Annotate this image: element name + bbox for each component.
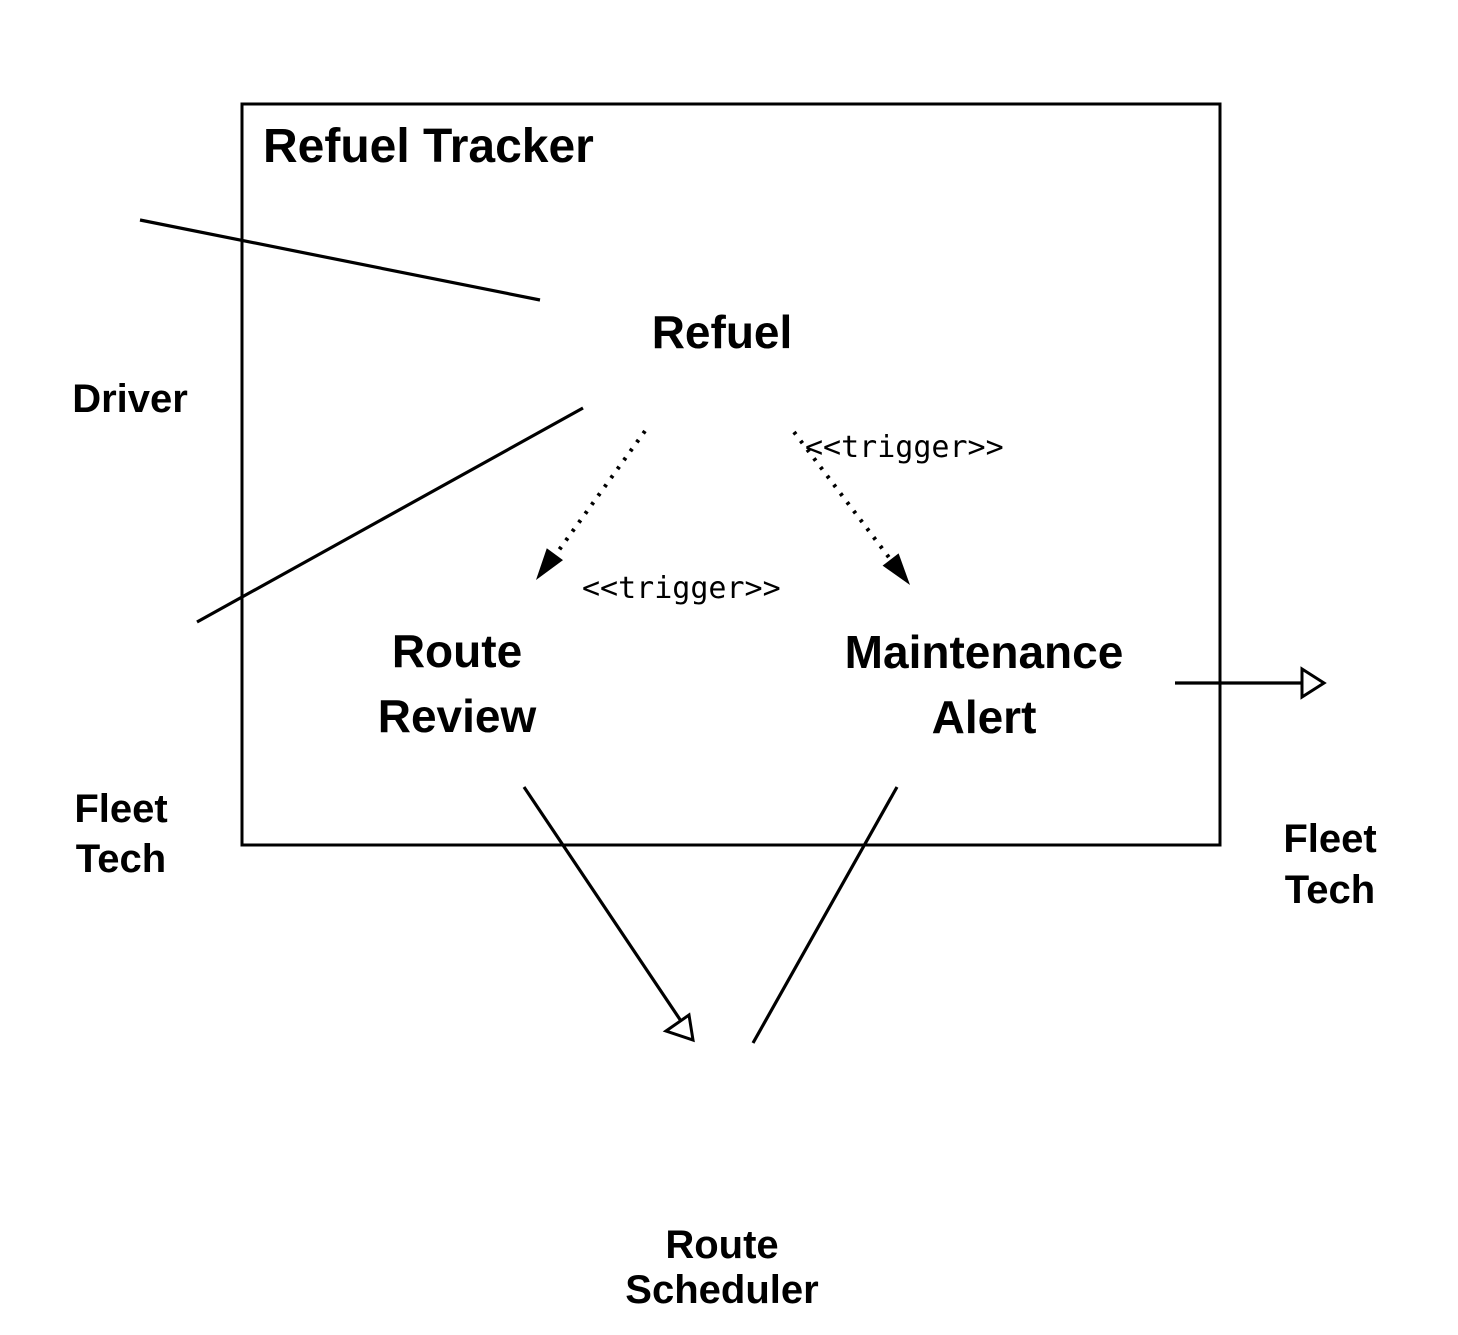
- use-case-maintenance-alert-label-line2: Alert: [932, 691, 1037, 743]
- open-arrowhead-fleet-tech-right: [1300, 666, 1327, 700]
- actor-route-scheduler-label-line1: Route: [665, 1223, 778, 1267]
- use-case-refuel-ellipse: [532, 223, 912, 439]
- actor-fleet-tech-right-legs: [1252, 722, 1398, 808]
- stereotype-trigger-maintenance-alert: <<trigger>>: [805, 430, 1004, 465]
- stereotype-trigger-route-review: <<trigger>>: [582, 571, 781, 606]
- actor-fleet-tech-right-label-line2: Tech: [1285, 868, 1375, 912]
- use-case-maintenance-alert-ellipse: [793, 575, 1175, 793]
- dependency-refuel-route-review: [544, 429, 647, 570]
- actor-fleet-tech-left-label-line1: Fleet: [74, 787, 167, 831]
- use-case-route-review-label-line1: Route: [392, 625, 522, 677]
- use-case-route-review: Route Review: [267, 575, 647, 789]
- actor-fleet-tech-right-label-line1: Fleet: [1283, 817, 1376, 861]
- system-boundary-title: Refuel Tracker: [263, 120, 594, 173]
- actor-fleet-tech-left-arms: [37, 590, 205, 628]
- use-case-route-review-label-line2: Review: [378, 690, 537, 742]
- association-route-review-route-scheduler: [522, 786, 685, 1025]
- actor-driver-label: Driver: [72, 377, 188, 421]
- actor-route-scheduler-arms: [637, 1028, 803, 1063]
- use-case-route-review-ellipse: [267, 575, 647, 789]
- actor-route-scheduler-head: [664, 882, 780, 998]
- use-case-maintenance-alert-label-line1: Maintenance: [845, 626, 1124, 678]
- use-case-refuel-label: Refuel: [652, 306, 793, 358]
- actor-fleet-tech-right-head: [1270, 474, 1386, 590]
- actor-fleet-tech-left: Fleet Tech: [37, 449, 205, 881]
- association-driver-refuel: [139, 218, 541, 302]
- actor-route-scheduler-legs: [650, 1093, 792, 1215]
- actor-fleet-tech-left-legs: [48, 652, 192, 780]
- actor-fleet-tech-right: Fleet Tech: [1242, 474, 1412, 912]
- actor-fleet-tech-left-head: [64, 449, 180, 565]
- filled-arrowhead-maintenance-alert: [882, 553, 910, 585]
- system-boundary-box: [240, 102, 1222, 847]
- use-case-maintenance-alert: Maintenance Alert: [793, 575, 1175, 793]
- actor-driver-legs: [57, 243, 198, 370]
- association-fleet-tech-left-refuel: [196, 406, 584, 624]
- open-arrowhead-route-scheduler: [662, 1012, 695, 1043]
- actor-fleet-tech-right-arms: [1242, 622, 1412, 657]
- actor-driver-head: [74, 37, 190, 153]
- filled-arrowhead-route-review: [536, 548, 563, 580]
- actor-route-scheduler-label-line2: Scheduler: [625, 1268, 818, 1312]
- actor-driver: Driver: [48, 37, 214, 421]
- actor-fleet-tech-left-label-line2: Tech: [76, 837, 166, 881]
- actor-route-scheduler: Route Scheduler: [625, 882, 818, 1312]
- use-case-refuel: Refuel: [532, 223, 912, 439]
- association-maintenance-alert-route-scheduler: [751, 786, 899, 1044]
- actor-driver-arms: [48, 187, 214, 218]
